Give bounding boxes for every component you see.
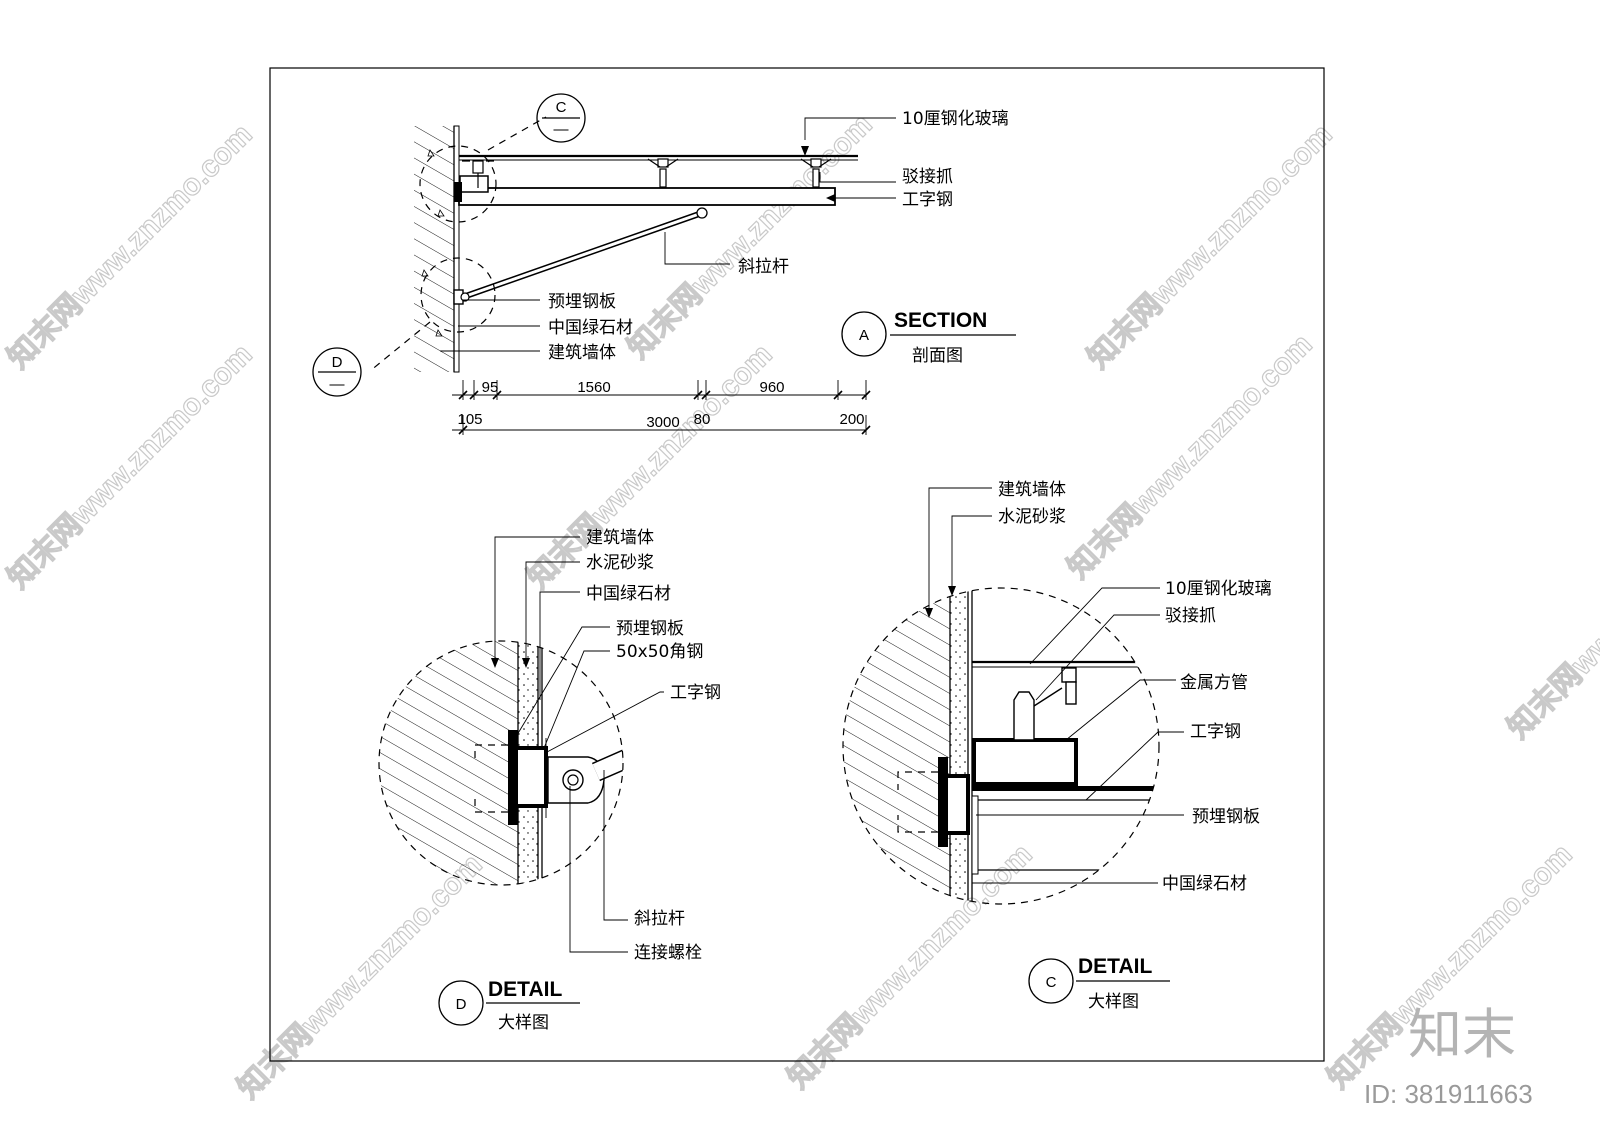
embedded-plate xyxy=(938,757,948,847)
label-spider-clamp: 驳接抓 xyxy=(1165,606,1216,626)
detail-d-boundary xyxy=(378,640,624,886)
label-glass: 10厘钢化玻璃 xyxy=(902,109,1009,129)
callout-c-dash: — xyxy=(554,121,569,138)
callout-d xyxy=(312,347,362,397)
wall-hatch xyxy=(843,588,950,904)
watermark-text: 知末网www.znzmo.com xyxy=(1502,488,1600,745)
label-square-tube: 金属方管 xyxy=(1180,673,1248,693)
label-spider-clamp: 驳接抓 xyxy=(902,167,953,187)
angle-steel xyxy=(948,774,970,835)
detail-d-title-cn: 大样图 xyxy=(498,1013,549,1033)
detail-d-title-letter: D xyxy=(456,996,467,1013)
detail-c-title-cn: 大样图 xyxy=(1088,992,1139,1012)
dim-1560: 1560 xyxy=(577,379,610,396)
label-wall: 建筑墙体 xyxy=(586,528,654,548)
dim-200: 200 xyxy=(839,411,864,428)
dim-105: 105 xyxy=(457,411,482,428)
dimension-chain: 95 1560 960 105 3000 80 200 xyxy=(452,379,871,435)
label-tie-rod: 斜拉杆 xyxy=(634,909,685,929)
label-embedded-plate: 预埋钢板 xyxy=(548,292,616,312)
spider-clamp xyxy=(800,158,832,188)
label-green-stone: 中国绿石材 xyxy=(548,318,633,338)
label-green-stone: 中国绿石材 xyxy=(1162,874,1247,894)
watermark-layer: 知末网www.znzmo.com 知末网www.znzmo.com 知末网www… xyxy=(1,107,1600,1105)
wall-hatch xyxy=(379,641,518,885)
spider-clamp xyxy=(462,160,494,188)
dim-95: 95 xyxy=(482,379,499,396)
watermark-text: 知末网www.znzmo.com xyxy=(2,338,259,595)
label-angle-steel: 50x50角钢 xyxy=(616,642,703,662)
label-mortar: 水泥砂浆 xyxy=(586,553,654,573)
label-green-stone: 中国绿石材 xyxy=(586,584,671,604)
drawing-frame xyxy=(269,67,1325,1062)
detail-d-title-marker xyxy=(438,980,484,1026)
label-i-beam: 工字钢 xyxy=(670,683,721,703)
detail-c-title-letter: C xyxy=(1046,974,1057,991)
callout-d-letter: D xyxy=(332,354,343,371)
section-title-letter: A xyxy=(859,327,869,344)
section-a: C — D — 10厘钢化玻璃 驳接抓 工字钢 斜拉杆 预埋钢板 中国绿石材 建… xyxy=(312,93,1016,435)
callout-c-letter: C xyxy=(556,99,567,116)
label-tie-rod: 斜拉杆 xyxy=(738,257,789,277)
i-beam xyxy=(972,786,1159,791)
detail-d-marker-circle xyxy=(420,257,496,333)
label-bolt: 连接螺栓 xyxy=(634,943,702,963)
wall-bracket xyxy=(459,175,489,193)
detail-c-title-en: DETAIL xyxy=(1078,955,1152,978)
dim-960: 960 xyxy=(759,379,784,396)
image-id: ID: 381911663 xyxy=(1364,1079,1533,1109)
label-embedded-plate: 预埋钢板 xyxy=(1192,807,1260,827)
detail-c: 建筑墙体 水泥砂浆 10厘钢化玻璃 驳接抓 金属方管 工字钢 预埋钢板 中国绿石… xyxy=(842,480,1272,1012)
section-title-marker xyxy=(841,311,887,357)
label-i-beam: 工字钢 xyxy=(902,190,953,210)
label-i-beam: 工字钢 xyxy=(1190,722,1241,742)
stone-cladding xyxy=(453,125,460,373)
label-glass: 10厘钢化玻璃 xyxy=(1165,579,1272,599)
label-embedded-plate: 预埋钢板 xyxy=(616,619,684,639)
watermark-text: 知末网www.znzmo.com xyxy=(2,118,259,375)
brand-logo: 知末 xyxy=(1408,1003,1516,1066)
detail-c-marker-circle xyxy=(419,145,497,223)
watermark-text: 知末网www.znzmo.com xyxy=(622,108,879,365)
detail-c-boundary xyxy=(842,587,1160,905)
callout-d-dash: — xyxy=(330,376,345,393)
spider-clamp xyxy=(1013,667,1077,741)
callout-c xyxy=(536,93,586,143)
detail-d: 建筑墙体 水泥砂浆 中国绿石材 预埋钢板 50x50角钢 工字钢 斜拉杆 连接螺… xyxy=(378,528,721,1033)
wall-hatch xyxy=(414,126,454,372)
detail-d-title-en: DETAIL xyxy=(488,978,562,1001)
label-wall: 建筑墙体 xyxy=(998,480,1066,500)
dim-80: 80 xyxy=(694,411,711,428)
label-wall: 建筑墙体 xyxy=(548,343,616,363)
section-title-en: SECTION xyxy=(894,309,987,332)
dim-3000: 3000 xyxy=(646,414,679,431)
tie-rod-pin xyxy=(696,207,708,219)
square-tube xyxy=(972,738,1078,786)
watermark-text: 知末网www.znzmo.com xyxy=(782,838,1039,1095)
embedded-plate xyxy=(508,730,518,825)
detail-c-title-marker xyxy=(1028,958,1074,1004)
spider-clamp xyxy=(647,158,679,188)
i-beam xyxy=(458,187,836,206)
label-mortar: 水泥砂浆 xyxy=(998,507,1066,527)
mortar-layer xyxy=(950,588,968,904)
wall-aggregate xyxy=(421,149,445,337)
section-title-cn: 剖面图 xyxy=(912,346,963,366)
angle-steel xyxy=(518,746,548,808)
